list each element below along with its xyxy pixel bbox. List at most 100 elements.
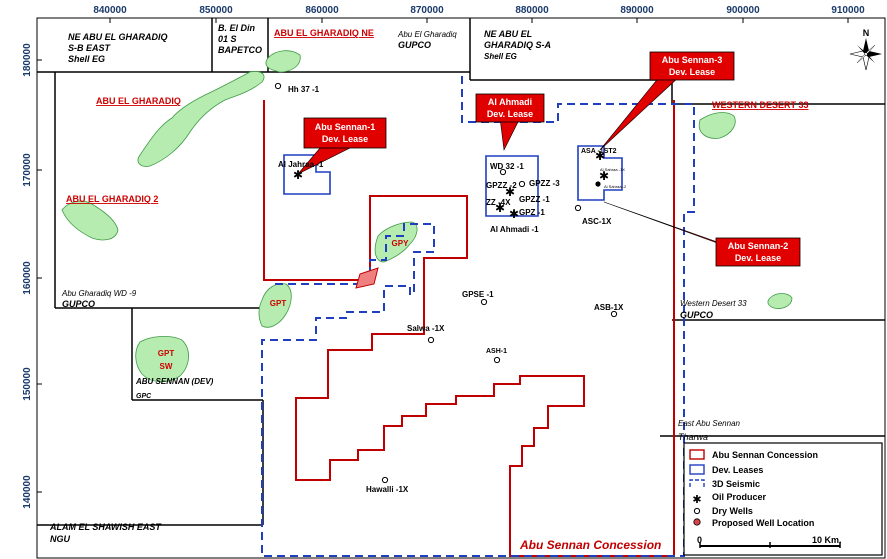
- legend-item: Dev. Leases: [712, 465, 763, 475]
- x-tick-label: 860000: [305, 5, 339, 16]
- well-label: ZZ -4X: [486, 198, 511, 207]
- concession-boundary: [263, 100, 675, 557]
- y-tick-label: 150000: [22, 367, 33, 401]
- legend-swatch-concession: [689, 449, 705, 460]
- y-axis-ticks: [37, 59, 42, 493]
- lease-box-labels: Abu Sennan-1 Dev. Lease Al Ahmadi Dev. L…: [315, 55, 789, 263]
- well-label: Al Ahmadi -1: [490, 225, 539, 234]
- block-label: GUPCO: [398, 40, 431, 50]
- dry-well-markers: [274, 82, 618, 484]
- block-label: ABU SENNAN (DEV): [135, 377, 214, 386]
- field-label: GPT: [270, 299, 287, 308]
- well-label: Salwa -1X: [407, 324, 445, 333]
- block-label: BAPETCO: [218, 45, 262, 55]
- well-label: GPZZ -3: [529, 179, 560, 188]
- lease-label: Dev. Lease: [735, 253, 781, 263]
- dry-well-icon: [499, 168, 507, 176]
- dry-well-icon: [610, 310, 618, 318]
- well-labels: Hh 37 -1 Al Jahraa -1 WD 32 -1 GPZZ -2 G…: [278, 85, 627, 494]
- dry-well-icon: [381, 476, 389, 484]
- legend: ✱ Abu Sennan Concession Dev. Leases 3D S…: [683, 442, 883, 556]
- legend-item: 3D Seismic: [712, 479, 760, 489]
- well-label: Hawalli -1X: [366, 485, 409, 494]
- legend-item: Abu Sennan Concession: [712, 450, 818, 460]
- block-label: Tharwa: [678, 432, 708, 442]
- x-tick-label: 850000: [199, 5, 233, 16]
- oil-fields: [61, 50, 793, 383]
- block-label: ABU EL GHARADIQ NE: [274, 28, 374, 38]
- well-label: GPZZ -1: [519, 195, 550, 204]
- y-axis-labels: 180000 170000 160000 150000 140000: [22, 43, 33, 509]
- dry-well-icon: [274, 82, 282, 90]
- block-label: NGU: [50, 534, 71, 544]
- block-label: GUPCO: [680, 310, 713, 320]
- scale-end: 10 Km.: [812, 535, 842, 545]
- lease-boxes: [303, 51, 801, 267]
- block-label: 01 S: [218, 34, 237, 44]
- well-label: ASC-1X: [582, 217, 612, 226]
- well-label: Al Sahraa -2: [604, 184, 627, 189]
- lease-abu-sennan-1-box: [303, 117, 387, 149]
- block-label: GUPCO: [62, 299, 95, 309]
- lease-label: Dev. Lease: [669, 67, 715, 77]
- legend-swatch-lease: [689, 464, 705, 475]
- well-label: GPZ -1: [519, 208, 545, 217]
- field-gpt-sw: [135, 336, 189, 383]
- well-label: Al Jahraa -1: [278, 160, 324, 169]
- block-label: Shell EG: [68, 54, 105, 64]
- lease-label: Abu Sennan-2: [728, 241, 789, 251]
- block-label: GPC: [136, 393, 152, 400]
- well-label: GPSE -1: [462, 290, 494, 299]
- field-labels: GPY GPT GPT SW: [158, 239, 409, 371]
- dry-well-icon: [574, 204, 582, 212]
- x-tick-label: 870000: [410, 5, 444, 16]
- field-wd33-right: [698, 112, 736, 139]
- concession-title: Abu Sennan Concession: [519, 538, 661, 552]
- lease-label: Abu Sennan-1: [315, 122, 376, 132]
- x-axis-labels: 840000 850000 860000 870000 880000 89000…: [93, 5, 865, 16]
- legend-dry-well-icon: [693, 507, 701, 515]
- north-label: N: [863, 28, 870, 38]
- 3d-seismic-outline: [261, 76, 695, 557]
- x-tick-label: 900000: [726, 5, 760, 16]
- well-label: ASB-1X: [594, 303, 624, 312]
- north-arrow: [849, 38, 882, 71]
- field-label: SW: [160, 362, 173, 371]
- well-label: Al Sahraa -1X: [600, 167, 625, 172]
- block-label: B. El Din: [218, 23, 256, 33]
- proposed-well-dot: [595, 181, 601, 187]
- lease-abu-sennan-2-box: [715, 237, 801, 267]
- well-label: ASH-1: [486, 348, 507, 355]
- block-label: GHARADIQ S-A: [484, 40, 551, 50]
- lease-label: Al Ahmadi: [488, 97, 532, 107]
- well-label: Hh 37 -1: [288, 85, 320, 94]
- legend-box: [683, 442, 883, 556]
- dry-well-icon: [518, 180, 526, 188]
- oil-producer-icon: ✱: [505, 185, 515, 199]
- block-label: Abu El Gharadiq: [397, 30, 457, 39]
- block-label: Abu Gharadiq WD -9: [61, 289, 137, 298]
- y-tick-label: 140000: [22, 475, 33, 509]
- legend-proposed-well-icon: [693, 518, 701, 526]
- y-tick-label: 180000: [22, 43, 33, 77]
- legend-item: Dry Wells: [712, 506, 753, 516]
- well-label: WD 32 -1: [490, 162, 524, 171]
- oil-producer-icon: ✱: [509, 207, 519, 221]
- block-label: ABU EL GHARADIQ 2: [66, 194, 158, 204]
- block-label: ABU EL GHARADIQ: [96, 96, 181, 106]
- block-label: NE ABU EL: [484, 29, 532, 39]
- oil-producer-icon: ✱: [599, 169, 609, 183]
- lease-label: Dev. Lease: [322, 134, 368, 144]
- field-abu-el-gharadiq: [137, 71, 265, 167]
- x-tick-label: 880000: [515, 5, 549, 16]
- legend-item: Oil Producer: [712, 492, 767, 502]
- oil-producer-icon: ✱: [595, 149, 605, 163]
- scale-start: 0: [697, 535, 702, 545]
- well-label: ASA -1ST2: [581, 148, 617, 155]
- block-label: S-B EAST: [68, 43, 112, 53]
- block-label: Western Desert 33: [680, 299, 747, 308]
- field-gharadiq-ne: [265, 50, 301, 73]
- y-tick-label: 170000: [22, 153, 33, 187]
- block-label: WESTERN DESERT 33: [712, 100, 809, 110]
- x-tick-label: 840000: [93, 5, 127, 16]
